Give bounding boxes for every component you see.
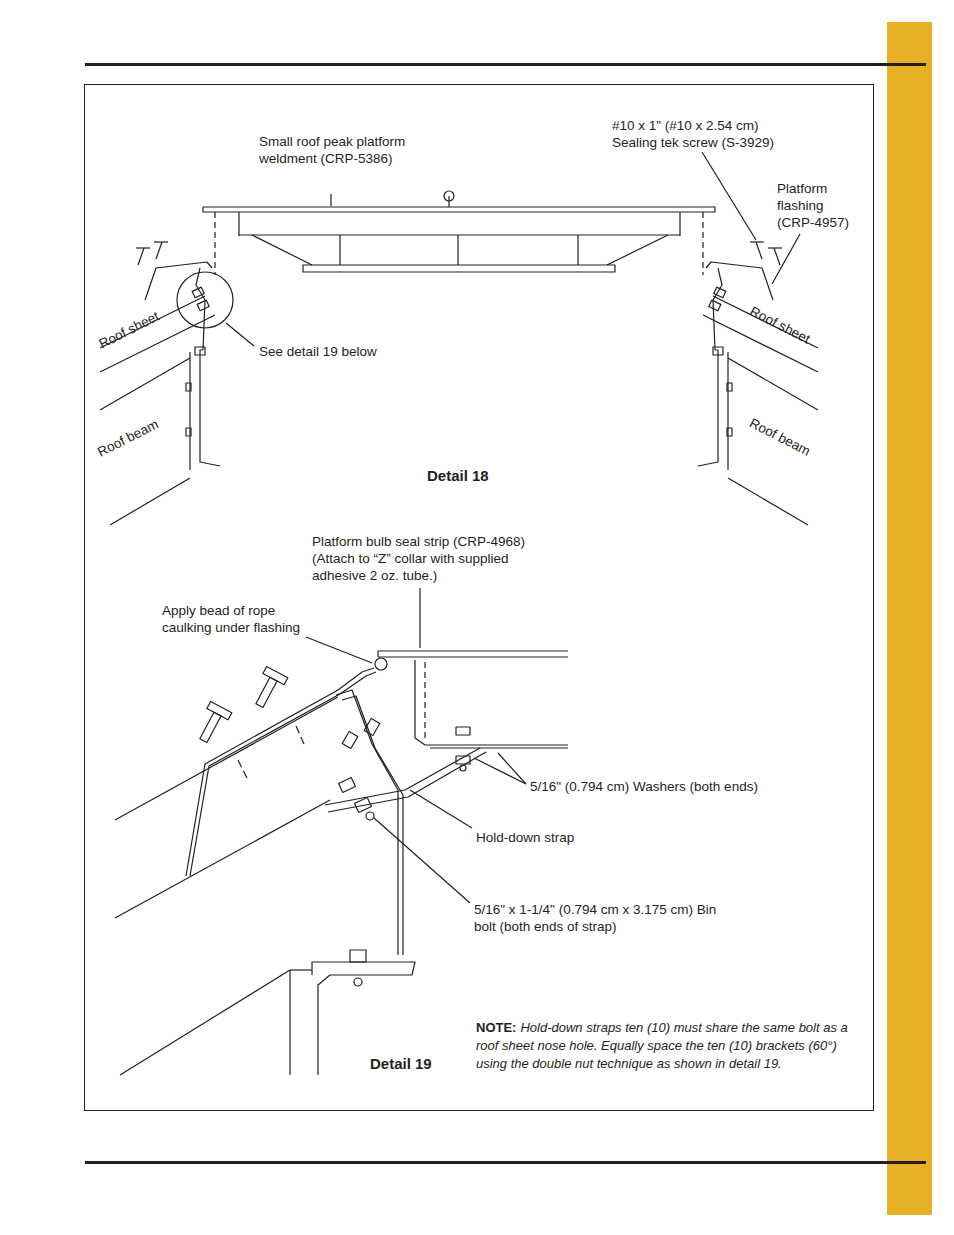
detail-title: Detail 18 xyxy=(427,467,489,484)
part-label: Roof sheet xyxy=(747,303,813,348)
part-label: #10 x 1" (#10 x 2.54 cm) Sealing tek scr… xyxy=(612,117,802,151)
part-label: Small roof peak platform weldment (CRP-5… xyxy=(259,133,424,167)
detail-title: Detail 19 xyxy=(370,1055,432,1072)
part-label: Platform flashing (CRP-4957) xyxy=(777,180,857,231)
note-heading: NOTE: xyxy=(476,1020,516,1035)
part-label: Roof beam xyxy=(95,415,162,460)
note-text: Hold-down straps ten (10) must share the… xyxy=(476,1020,848,1071)
reference-label: See detail 19 below xyxy=(259,343,377,360)
page-frame xyxy=(85,22,933,1215)
instruction-label: Apply bead of rope caulking under flashi… xyxy=(162,602,314,636)
detail-18 xyxy=(100,152,818,525)
note-block: NOTE:Hold-down straps ten (10) must shar… xyxy=(476,1019,868,1073)
part-label: 5/16" (0.794 cm) Washers (both ends) xyxy=(530,778,758,795)
part-label: Platform bulb seal strip (CRP-4968) (Att… xyxy=(312,533,548,584)
part-label: Roof beam xyxy=(747,414,814,459)
part-label: Hold-down strap xyxy=(476,829,574,846)
part-label: 5/16" x 1-1/4" (0.794 cm x 3.175 cm) Bin… xyxy=(474,901,719,935)
